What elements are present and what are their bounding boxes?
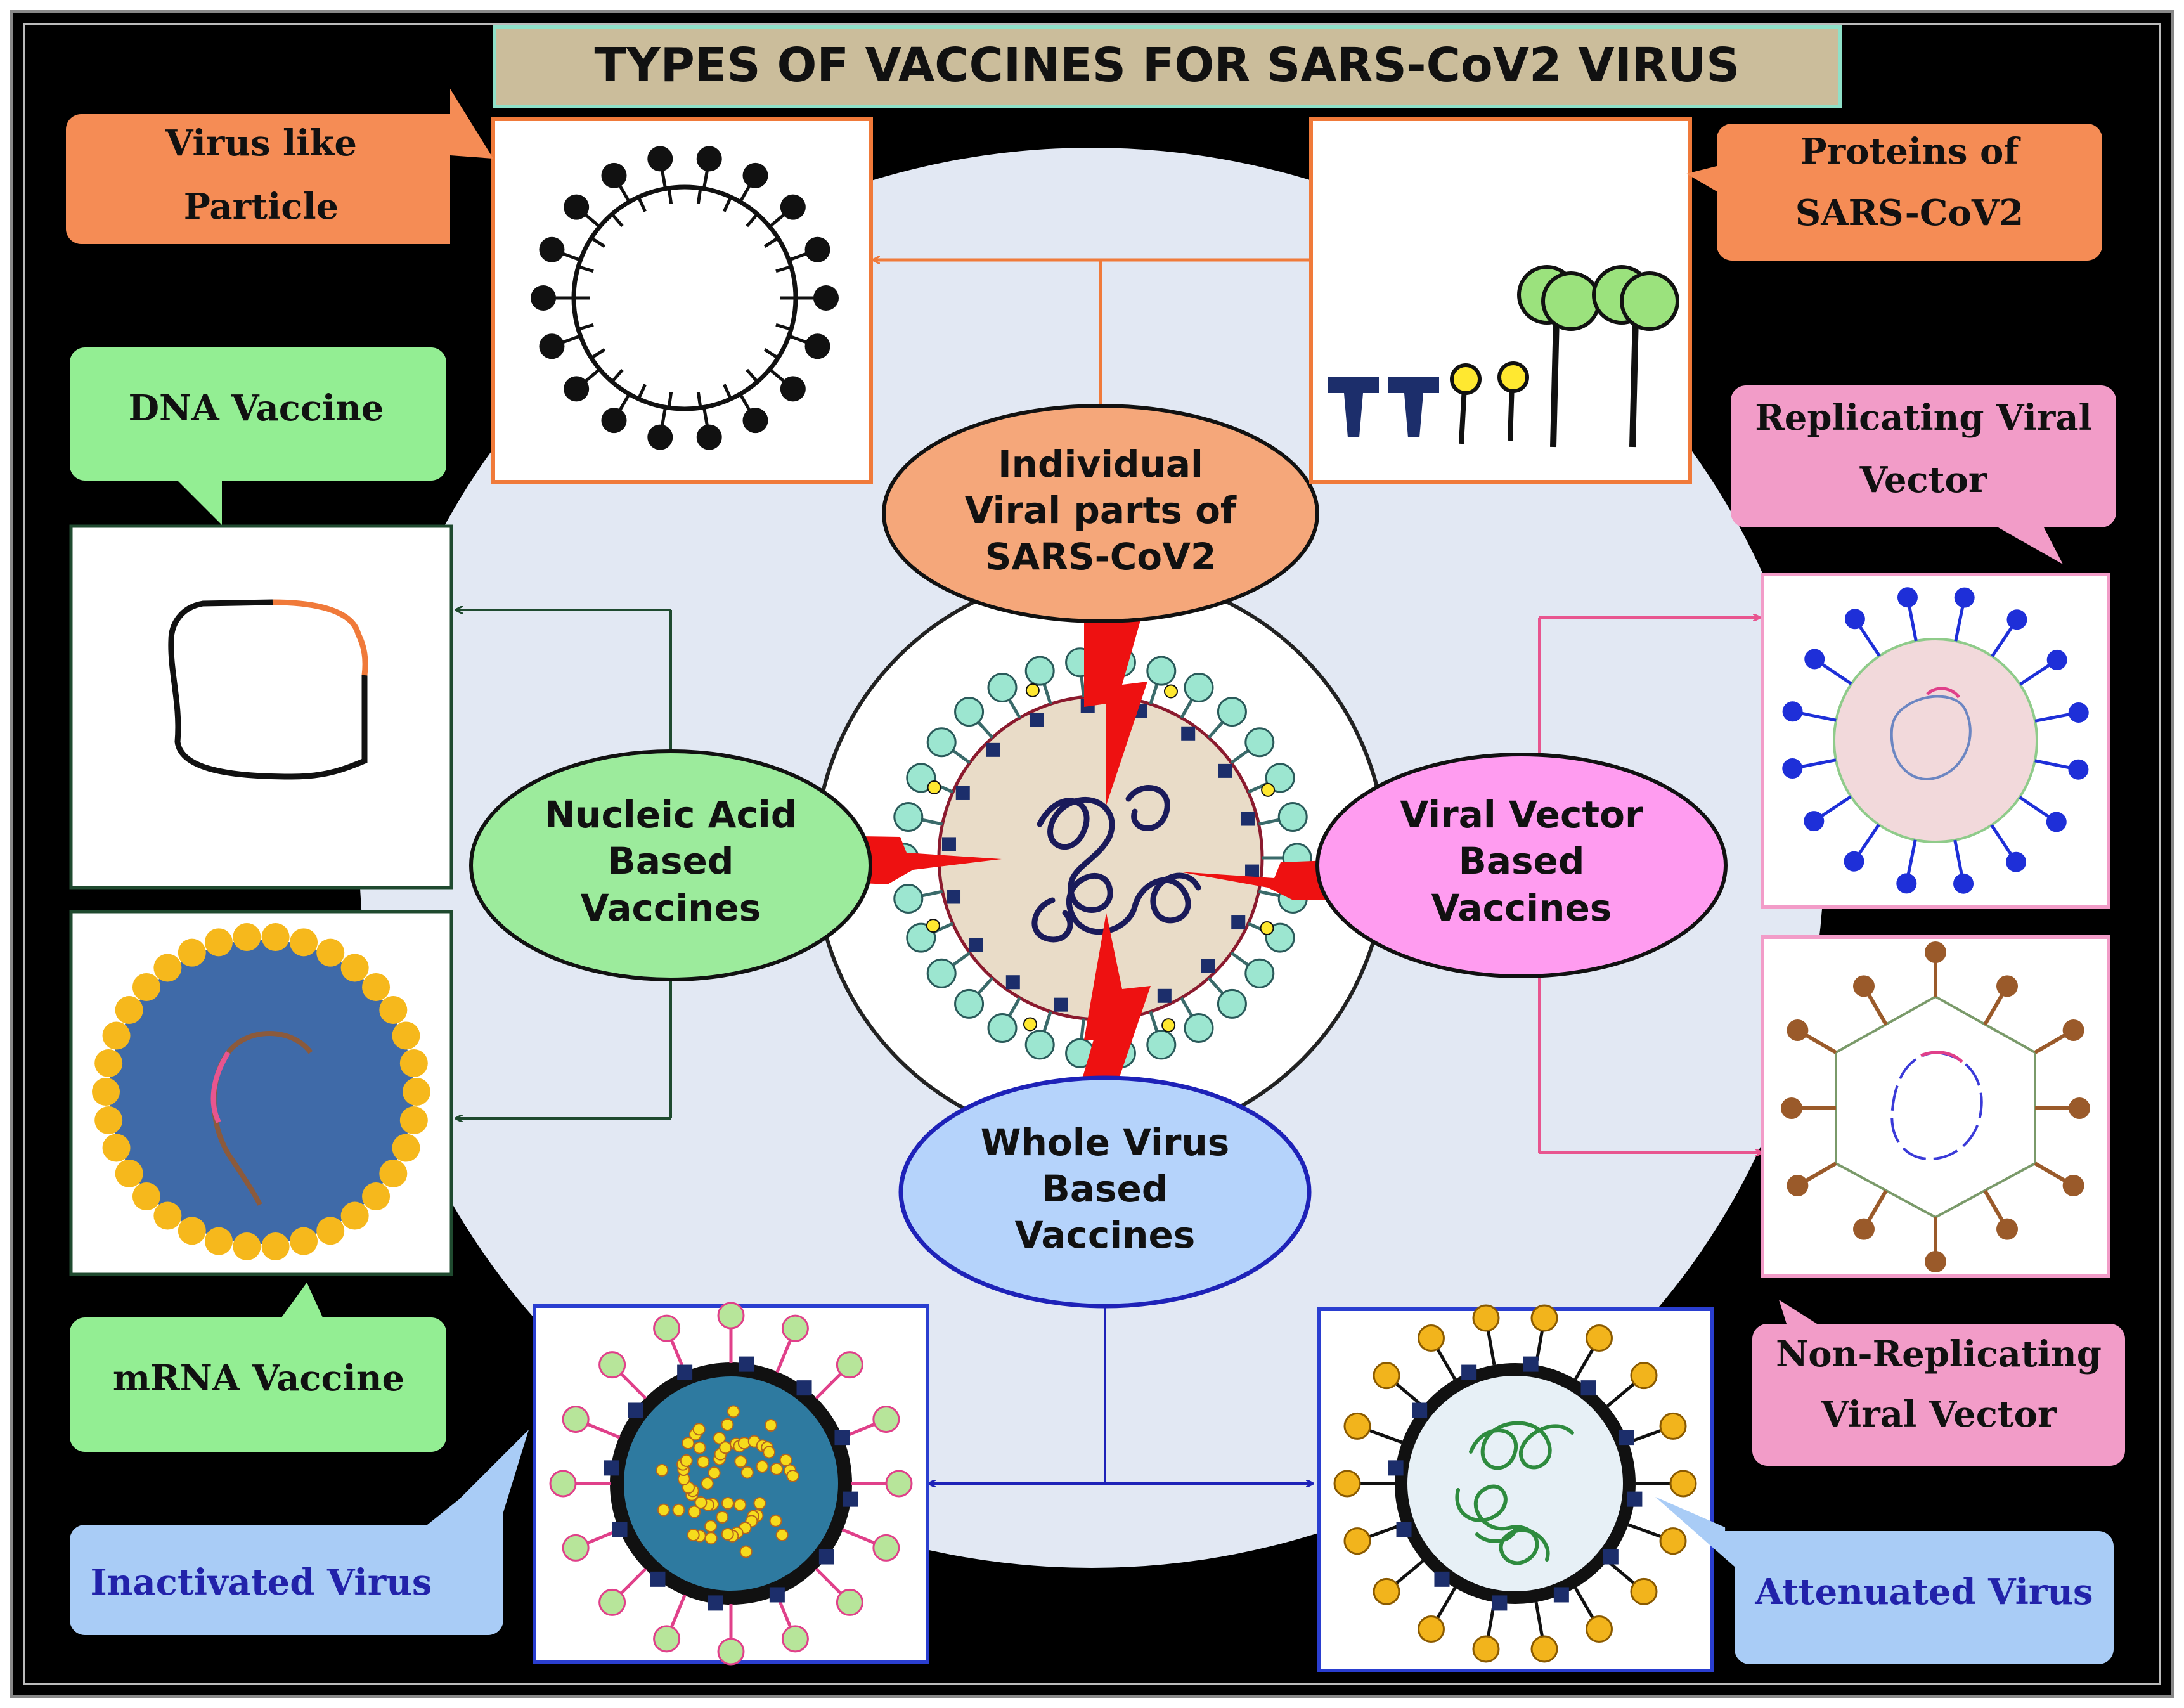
vlp-line-2: Particle <box>184 186 339 228</box>
viral-vector-line-1: Viral Vector <box>1400 793 1643 836</box>
individual-line-2: Viral parts of <box>965 489 1237 532</box>
callout-replicating: Replicating Viral Vector <box>1731 385 2116 564</box>
nucleic-line-3: Vaccines <box>581 886 761 929</box>
inactivated-line-1: Inactivated Virus <box>91 1562 432 1603</box>
inactivated-virus-icon <box>549 1302 913 1666</box>
attenuated-line-1: Attenuated Virus <box>1754 1571 2093 1613</box>
vlp-line-1: Virus like <box>165 122 357 164</box>
proteins-line-1: Proteins of <box>1800 131 2022 172</box>
category-individual-oval: Individual Viral parts of SARS-CoV2 <box>882 404 1319 623</box>
replicating-line-2: Vector <box>1859 459 1988 501</box>
whole-line-3: Vaccines <box>1015 1213 1196 1257</box>
replicating-viral-vector-icon <box>1782 587 2089 894</box>
category-nucleic-oval: Nucleic Acid Based Vaccines <box>469 749 872 981</box>
category-whole-virus-oval: Whole Virus Based Vaccines <box>898 1075 1312 1309</box>
callout-non-replicating: Non-Replicating Viral Vector <box>1752 1300 2125 1466</box>
virus-like-particle-icon <box>531 146 839 450</box>
nucleic-line-1: Nucleic Acid <box>545 793 798 836</box>
whole-line-1: Whole Virus <box>981 1121 1230 1164</box>
inner-border <box>23 23 2161 1685</box>
dna-image-box <box>69 524 453 890</box>
dna-line-1: DNA Vaccine <box>128 387 384 429</box>
callout-dna: DNA Vaccine <box>70 347 446 525</box>
page-title: TYPES OF VACCINES FOR SARS-CoV2 VIRUS <box>595 38 1740 93</box>
vlp-image-box <box>491 117 873 484</box>
nucleic-line-2: Based <box>608 839 734 883</box>
callout-attenuated: Attenuated Virus <box>1655 1497 2114 1664</box>
whole-line-2: Based <box>1042 1167 1168 1210</box>
dna-plasmid-icon <box>168 599 368 780</box>
individual-line-1: Individual <box>998 443 1203 486</box>
callout-proteins: Proteins of SARS-CoV2 <box>1686 124 2102 261</box>
callout-inactivated: Inactivated Virus <box>70 1430 529 1635</box>
attenuated-virus-icon <box>1333 1304 1697 1663</box>
category-viral-vector-oval: Viral Vector Based Vaccines <box>1315 753 1728 978</box>
title-banner <box>493 25 1842 108</box>
callout-vlp: Virus like Particle <box>66 89 493 244</box>
connectors <box>456 260 1761 1484</box>
viral-vector-line-2: Based <box>1459 839 1585 883</box>
callout-mrna: mRNA Vaccine <box>70 1283 446 1452</box>
non-replicating-viral-vector-icon <box>1781 941 2090 1272</box>
individual-line-3: SARS-CoV2 <box>985 535 1217 578</box>
replicating-line-1: Replicating Viral <box>1755 397 2092 439</box>
viral-vector-line-3: Vaccines <box>1431 886 1612 929</box>
non-replicating-line-1: Non-Replicating <box>1776 1333 2102 1375</box>
sars-cov2-proteins-icon <box>1328 265 1679 448</box>
mrna-lipid-nanoparticle-icon <box>92 923 430 1260</box>
non-replicating-line-2: Viral Vector <box>1820 1394 2057 1435</box>
sars-cov2-center-virus-icon <box>889 647 1312 1068</box>
mrna-line-1: mRNA Vaccine <box>113 1357 404 1399</box>
proteins-line-2: SARS-CoV2 <box>1795 192 2024 234</box>
